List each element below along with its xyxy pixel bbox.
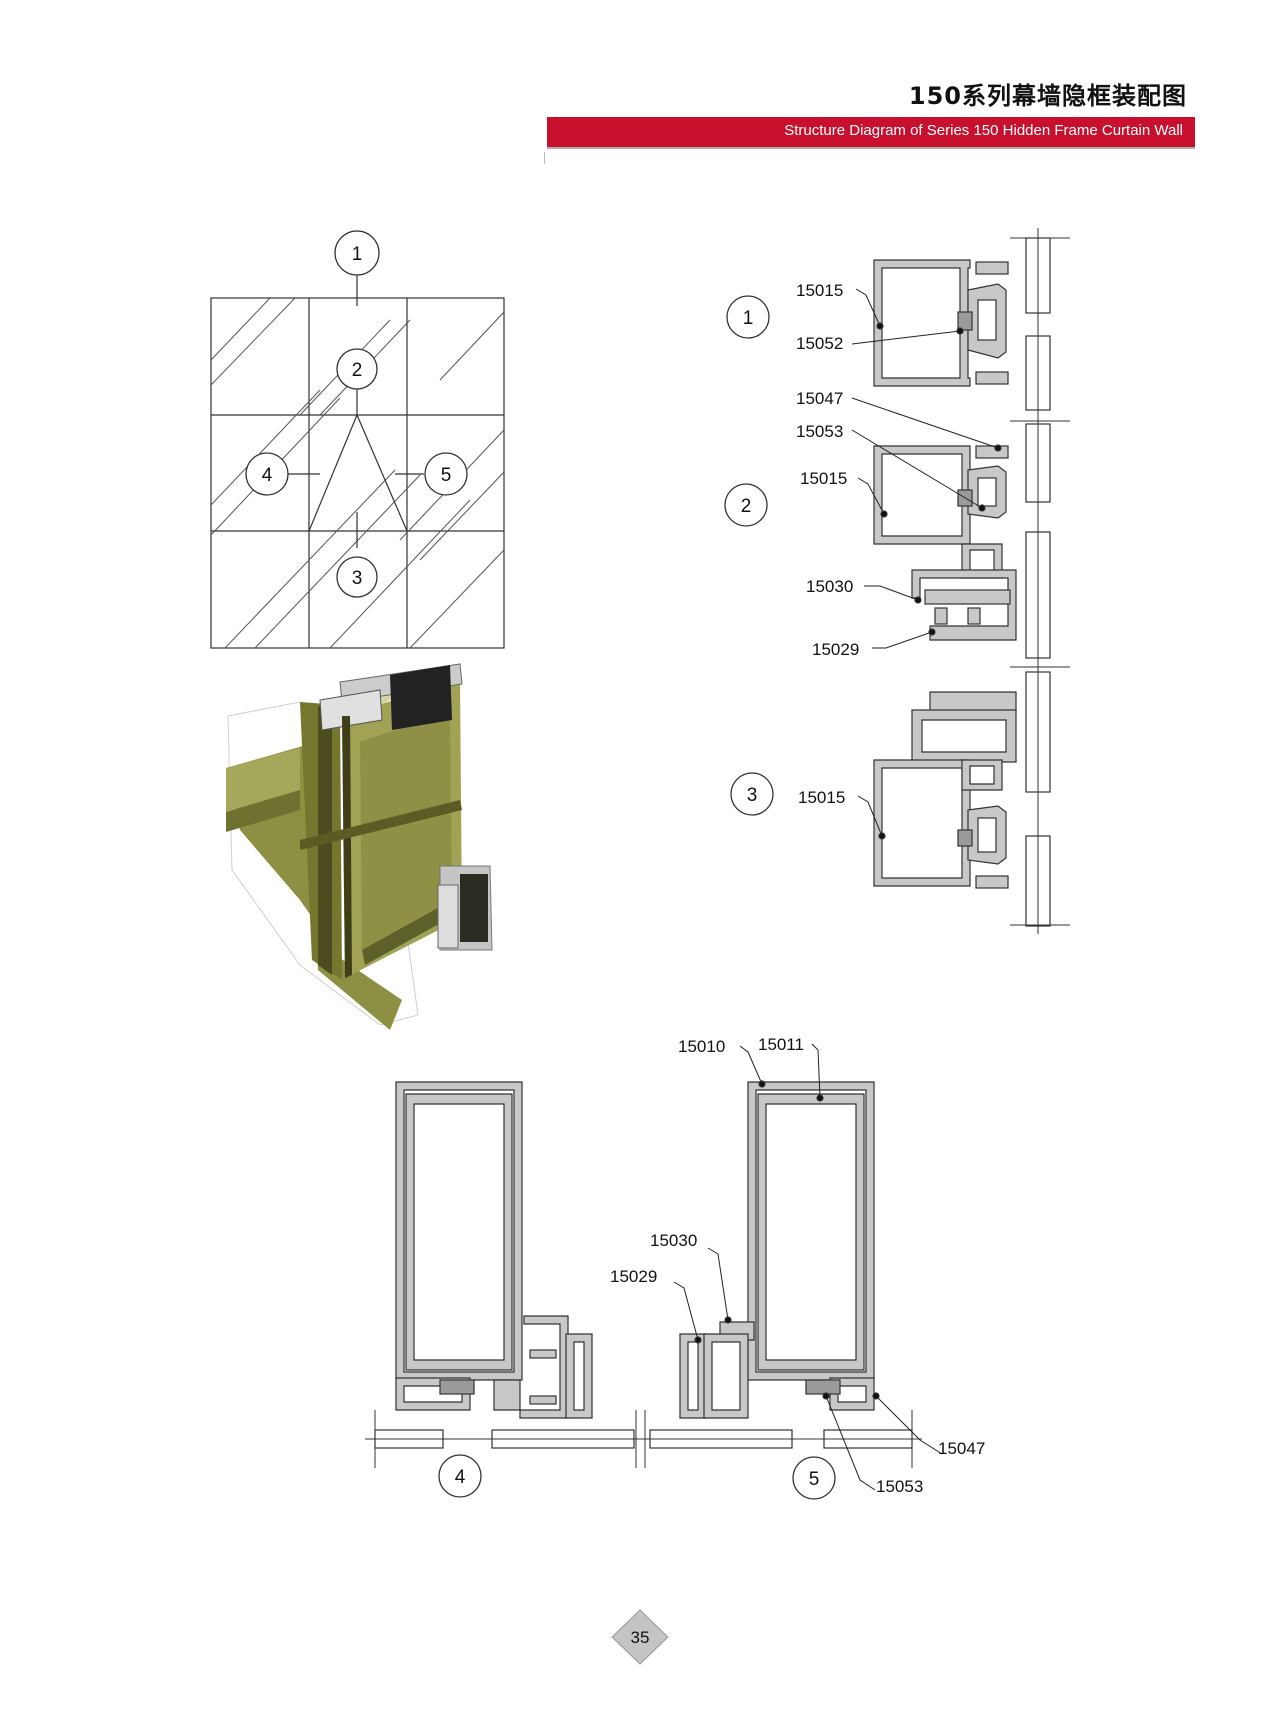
svg-text:2: 2 <box>352 360 363 381</box>
page-subtitle: Structure Diagram of Series 150 Hidden F… <box>784 122 1183 139</box>
svg-text:5: 5 <box>441 465 452 486</box>
section-marker-5: 5 <box>792 1456 836 1500</box>
marker-3: 3 <box>336 556 378 598</box>
horizontal-section-labels: 15010 15011 15030 15029 15047 15053 <box>610 1035 985 1496</box>
label-15047-h: 15047 <box>938 1439 985 1458</box>
horizontal-section-drawing <box>365 1043 943 1491</box>
label-15011: 15011 <box>758 1035 804 1054</box>
svg-text:4: 4 <box>262 465 273 486</box>
label-15047: 15047 <box>796 389 843 408</box>
page-title: 150系列幕墙隐框装配图 <box>908 82 1187 110</box>
title-bar: Structure Diagram of Series 150 Hidden F… <box>547 117 1195 147</box>
marker-5: 5 <box>424 452 468 496</box>
divider <box>544 152 545 164</box>
section-marker-4: 4 <box>438 1454 482 1498</box>
page-number-badge: 35 <box>611 1609 669 1665</box>
svg-text:1: 1 <box>352 244 363 265</box>
section-marker-1: 1 <box>726 295 770 339</box>
label-15015-s1: 15015 <box>796 281 843 300</box>
label-15010: 15010 <box>678 1037 725 1056</box>
svg-text:2: 2 <box>741 496 752 517</box>
svg-text:1: 1 <box>743 308 754 329</box>
label-15053: 15053 <box>796 422 843 441</box>
label-15030-h: 15030 <box>650 1231 697 1250</box>
horizontal-section-markers: 4 5 <box>438 1454 836 1500</box>
render-3d <box>226 663 493 1030</box>
vertical-section-drawing <box>851 228 1070 934</box>
svg-text:3: 3 <box>352 568 363 589</box>
label-15029: 15029 <box>812 640 859 659</box>
marker-2: 2 <box>336 348 378 390</box>
label-15052: 15052 <box>796 334 843 353</box>
svg-text:3: 3 <box>747 785 758 806</box>
label-15029-h: 15029 <box>610 1267 657 1286</box>
marker-1: 1 <box>334 230 380 276</box>
label-15015-s3: 15015 <box>798 788 845 807</box>
page-number: 35 <box>631 1628 650 1647</box>
section-marker-3: 3 <box>730 772 774 816</box>
marker-4: 4 <box>245 452 289 496</box>
svg-text:5: 5 <box>809 1469 820 1490</box>
vertical-section-labels: 15015 15052 15047 15053 15015 15030 1502… <box>796 281 859 807</box>
label-15053-h: 15053 <box>876 1477 923 1496</box>
section-marker-2: 2 <box>724 483 768 527</box>
label-15015-s2: 15015 <box>800 469 847 488</box>
svg-text:4: 4 <box>455 1467 466 1488</box>
vertical-section-markers: 1 2 3 <box>724 295 774 816</box>
elevation-markers: 1 2 4 5 3 <box>245 230 468 598</box>
label-15030: 15030 <box>806 577 853 596</box>
